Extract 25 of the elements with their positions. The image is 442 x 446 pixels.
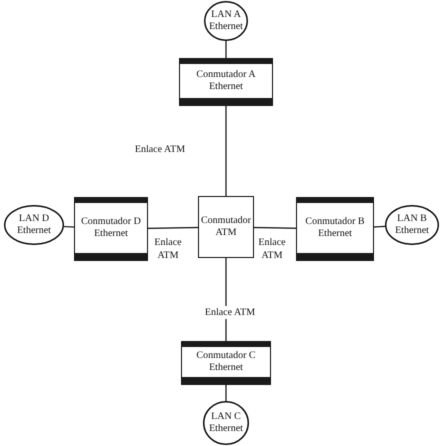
node-label: LAN B Ethernet xyxy=(394,212,430,238)
node-label: Conmutador A Ethernet xyxy=(195,68,257,94)
lan-ellipse xyxy=(203,401,249,445)
node-label: Conmutador D Ethernet xyxy=(80,216,142,240)
node-label: LAN D Ethernet xyxy=(16,212,52,238)
connector-line xyxy=(64,226,74,228)
node-label: Conmutador C Ethernet xyxy=(195,350,257,374)
lan-ellipse xyxy=(385,205,439,245)
node-label: LAN A Ethernet xyxy=(208,8,244,34)
node-label: Conmutador B Ethernet xyxy=(304,216,366,240)
lan-ellipse xyxy=(4,205,64,245)
connector-line xyxy=(148,226,198,229)
switch-box xyxy=(179,58,273,106)
node-label: LAN C Ethernet xyxy=(208,410,244,436)
node-label: Conmutador ATM xyxy=(200,214,252,240)
switch-box xyxy=(74,197,148,261)
connector-line xyxy=(374,226,386,228)
connector-line xyxy=(225,385,227,401)
switch-box xyxy=(181,341,271,385)
connector-line xyxy=(225,41,227,58)
connector-line xyxy=(225,106,227,196)
switch-box xyxy=(296,197,374,261)
switch-box xyxy=(198,196,254,258)
connector-line xyxy=(254,226,296,229)
lan-ellipse xyxy=(204,1,248,41)
